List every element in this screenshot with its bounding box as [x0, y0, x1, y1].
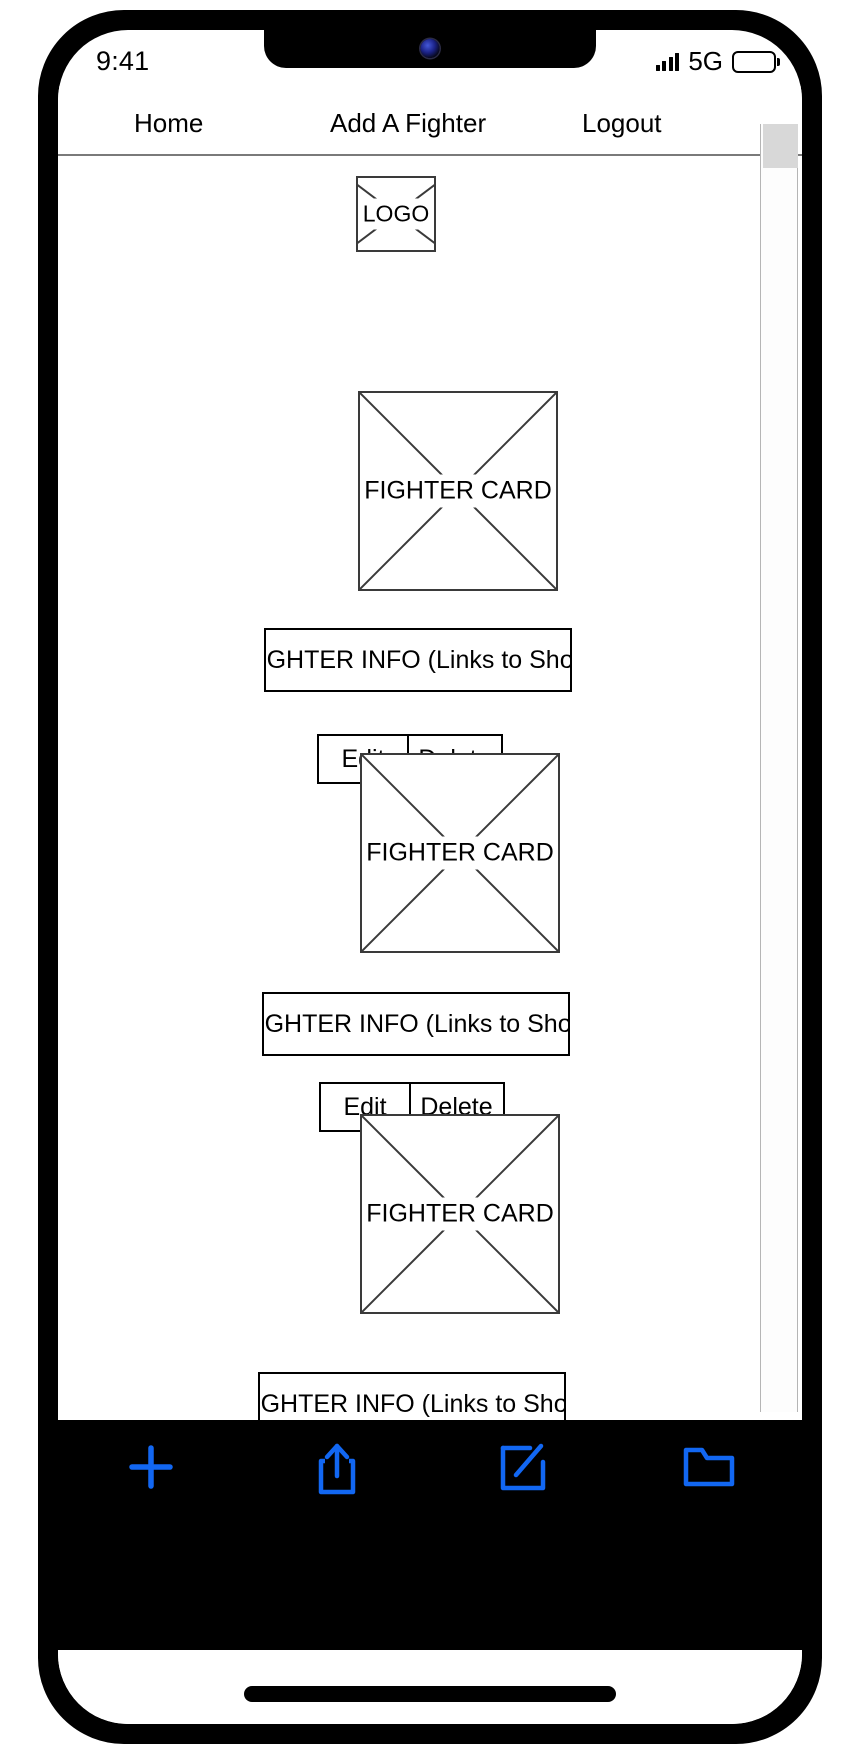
- bottom-toolbar: [58, 1420, 802, 1650]
- signal-bars-icon: [655, 52, 680, 71]
- fighter-card-label: FIGHTER CARD: [362, 1197, 558, 1231]
- compose-icon: [497, 1442, 549, 1494]
- status-bar: 9:41 5G: [58, 30, 802, 86]
- nav-item-add-a-fighter[interactable]: Add A Fighter: [330, 108, 487, 138]
- vertical-scrollbar[interactable]: [760, 124, 798, 1412]
- phone-frame: 9:41 5G Home Add A Fighter Logout: [38, 10, 822, 1744]
- phone-screen: 9:41 5G Home Add A Fighter Logout: [58, 30, 802, 1724]
- folder-icon: [682, 1442, 736, 1490]
- status-time: 9:41: [96, 46, 150, 76]
- share-button[interactable]: [244, 1420, 430, 1496]
- fighter-info-button[interactable]: FIGHTER INFO (Links to Show: [264, 628, 572, 692]
- fighter-card-label: FIGHTER CARD: [362, 836, 558, 870]
- front-camera-icon: [420, 39, 440, 58]
- compose-button[interactable]: [430, 1420, 616, 1494]
- fighter-info-button[interactable]: FIGHTER INFO (Links to Show: [262, 992, 570, 1056]
- fighter-card-placeholder[interactable]: FIGHTER CARD: [358, 391, 558, 591]
- fighter-card-placeholder[interactable]: FIGHTER CARD: [360, 753, 560, 953]
- logo-label: LOGO: [358, 198, 434, 230]
- scrollbar-thumb[interactable]: [762, 124, 798, 168]
- app-content: Home Add A Fighter Logout LOGO FIGHTER C…: [58, 86, 802, 1420]
- fighter-card-placeholder[interactable]: FIGHTER CARD: [360, 1114, 560, 1314]
- fighter-actions: Edit Delete: [319, 1082, 505, 1132]
- plus-icon: [126, 1442, 176, 1492]
- battery-full-icon: [732, 50, 776, 73]
- home-indicator[interactable]: [244, 1686, 616, 1702]
- status-indicators: 5G: [655, 46, 776, 77]
- folder-button[interactable]: [616, 1420, 802, 1490]
- add-button[interactable]: [58, 1420, 244, 1492]
- fighter-info-button[interactable]: FIGHTER INFO (Links to Show: [258, 1372, 566, 1420]
- nav-item-home[interactable]: Home: [134, 108, 204, 138]
- nav-item-logout[interactable]: Logout: [582, 108, 662, 138]
- fighter-card-label: FIGHTER CARD: [360, 474, 556, 508]
- logo-placeholder: LOGO: [356, 176, 436, 252]
- top-nav-bar: Home Add A Fighter Logout: [58, 86, 802, 156]
- share-icon: [313, 1442, 361, 1496]
- network-label: 5G: [688, 46, 723, 76]
